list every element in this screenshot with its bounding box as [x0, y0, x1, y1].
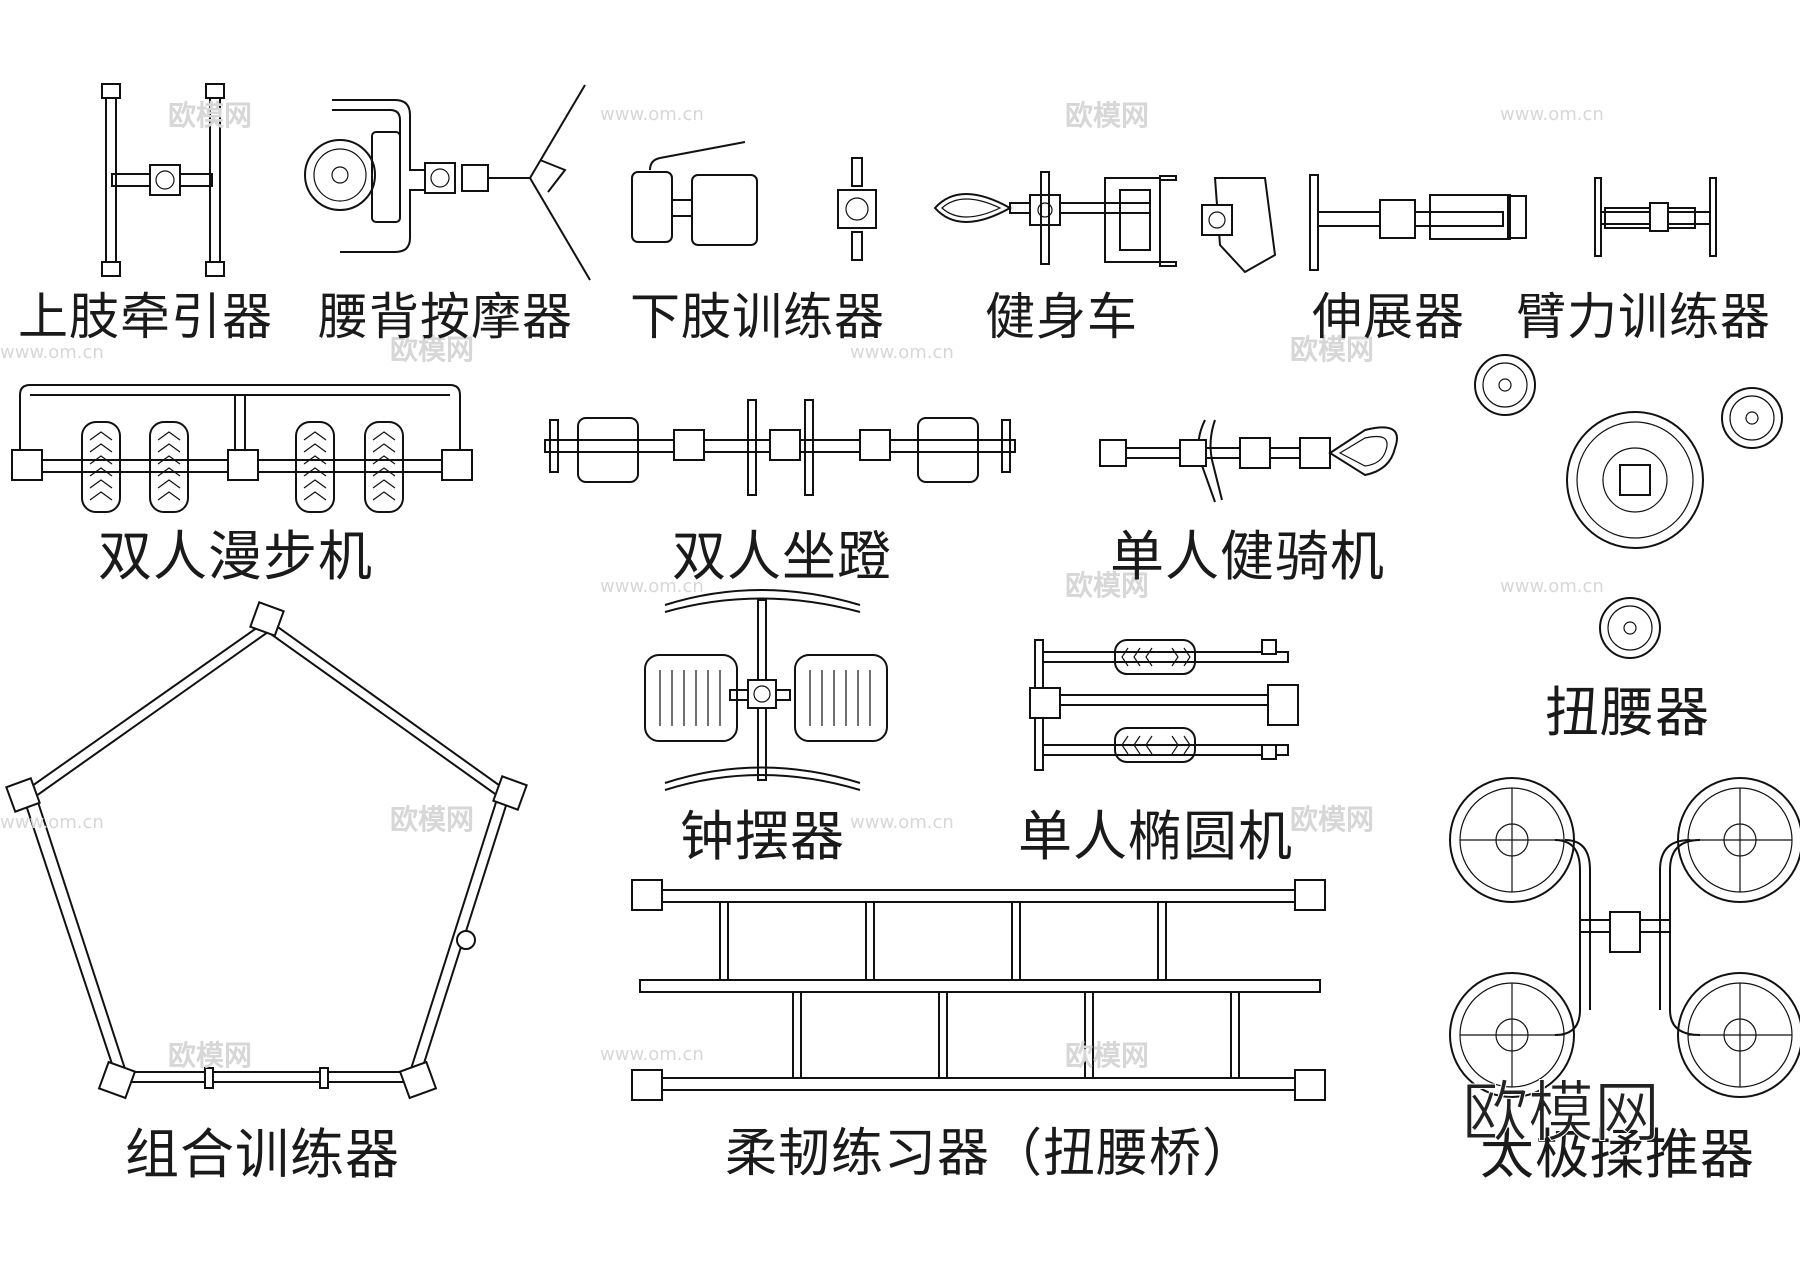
watermark-url: www.om.cn — [1500, 576, 1604, 597]
label-upper-limb-traction: 上肢牵引器 — [18, 288, 273, 346]
watermark-url: www.om.cn — [600, 1044, 704, 1065]
watermark-text: 欧模网 — [168, 99, 253, 132]
combo-trainer-drawing — [5, 601, 528, 1100]
stretcher-handle-drawing — [1201, 177, 1277, 274]
watermark-url: www.om.cn — [600, 576, 704, 597]
watermark-text: 欧模网 — [1290, 333, 1375, 366]
pendulum-drawing — [644, 589, 888, 791]
label-waist-back-massager: 腰背按摩器 — [318, 288, 573, 346]
waist-back-massager-drawing — [304, 84, 591, 281]
single-rider-drawing — [1099, 419, 1398, 503]
watermark-url: www.om.cn — [850, 812, 954, 833]
watermark-text: 欧模网 — [1065, 569, 1150, 602]
label-combo-trainer: 组合训练器 — [125, 1123, 400, 1186]
arm-trainer-drawing — [1594, 177, 1717, 257]
brand-logo-text: 欧模网 — [1462, 1074, 1661, 1151]
watermark-url: www.om.cn — [0, 342, 104, 363]
double-walker-drawing — [11, 384, 473, 513]
label-lower-limb-trainer: 下肢训练器 — [630, 288, 885, 346]
single-elliptical-drawing — [1029, 639, 1299, 771]
label-double-seat-stool: 双人坐蹬 — [672, 525, 892, 588]
lower-limb-trainer-drawing — [631, 141, 877, 261]
label-single-rider: 单人健骑机 — [1110, 525, 1385, 588]
label-double-walker: 双人漫步机 — [98, 525, 373, 588]
watermark-url: www.om.cn — [1500, 104, 1604, 125]
watermark-text: 欧模网 — [168, 1039, 253, 1072]
stretcher-drawing — [1309, 174, 1527, 271]
watermark-url: www.om.cn — [600, 104, 704, 125]
watermark-text: 欧模网 — [1065, 1039, 1150, 1072]
watermark-text: 欧模网 — [1290, 803, 1375, 836]
exercise-bike-drawing — [933, 171, 1177, 267]
label-pendulum: 钟摆器 — [680, 805, 845, 868]
watermark-text: 欧模网 — [390, 333, 475, 366]
massage-pusher-drawing — [1449, 777, 1800, 1098]
watermark-text: 欧模网 — [390, 803, 475, 836]
watermark-url: www.om.cn — [0, 812, 104, 833]
waist-twister-drawing — [1474, 354, 1783, 659]
upper-limb-traction-drawing — [101, 83, 225, 277]
label-waist-twister: 扭腰器 — [1545, 681, 1710, 744]
label-arm-trainer: 臂力训练器 — [1516, 288, 1771, 346]
label-stretcher: 伸展器 — [1312, 288, 1465, 346]
double-seat-stool-drawing — [544, 399, 1016, 496]
label-exercise-bike: 健身车 — [985, 288, 1138, 346]
watermark-text: 欧模网 — [1065, 99, 1150, 132]
flexibility-trainer-drawing — [631, 879, 1326, 1101]
label-single-elliptical: 单人椭圆机 — [1018, 805, 1293, 868]
watermark-url: www.om.cn — [850, 342, 954, 363]
label-flexibility-trainer: 柔韧练习器（扭腰桥） — [725, 1124, 1256, 1184]
label-massage-pusher: 太极揉推器 — [1480, 1123, 1755, 1186]
